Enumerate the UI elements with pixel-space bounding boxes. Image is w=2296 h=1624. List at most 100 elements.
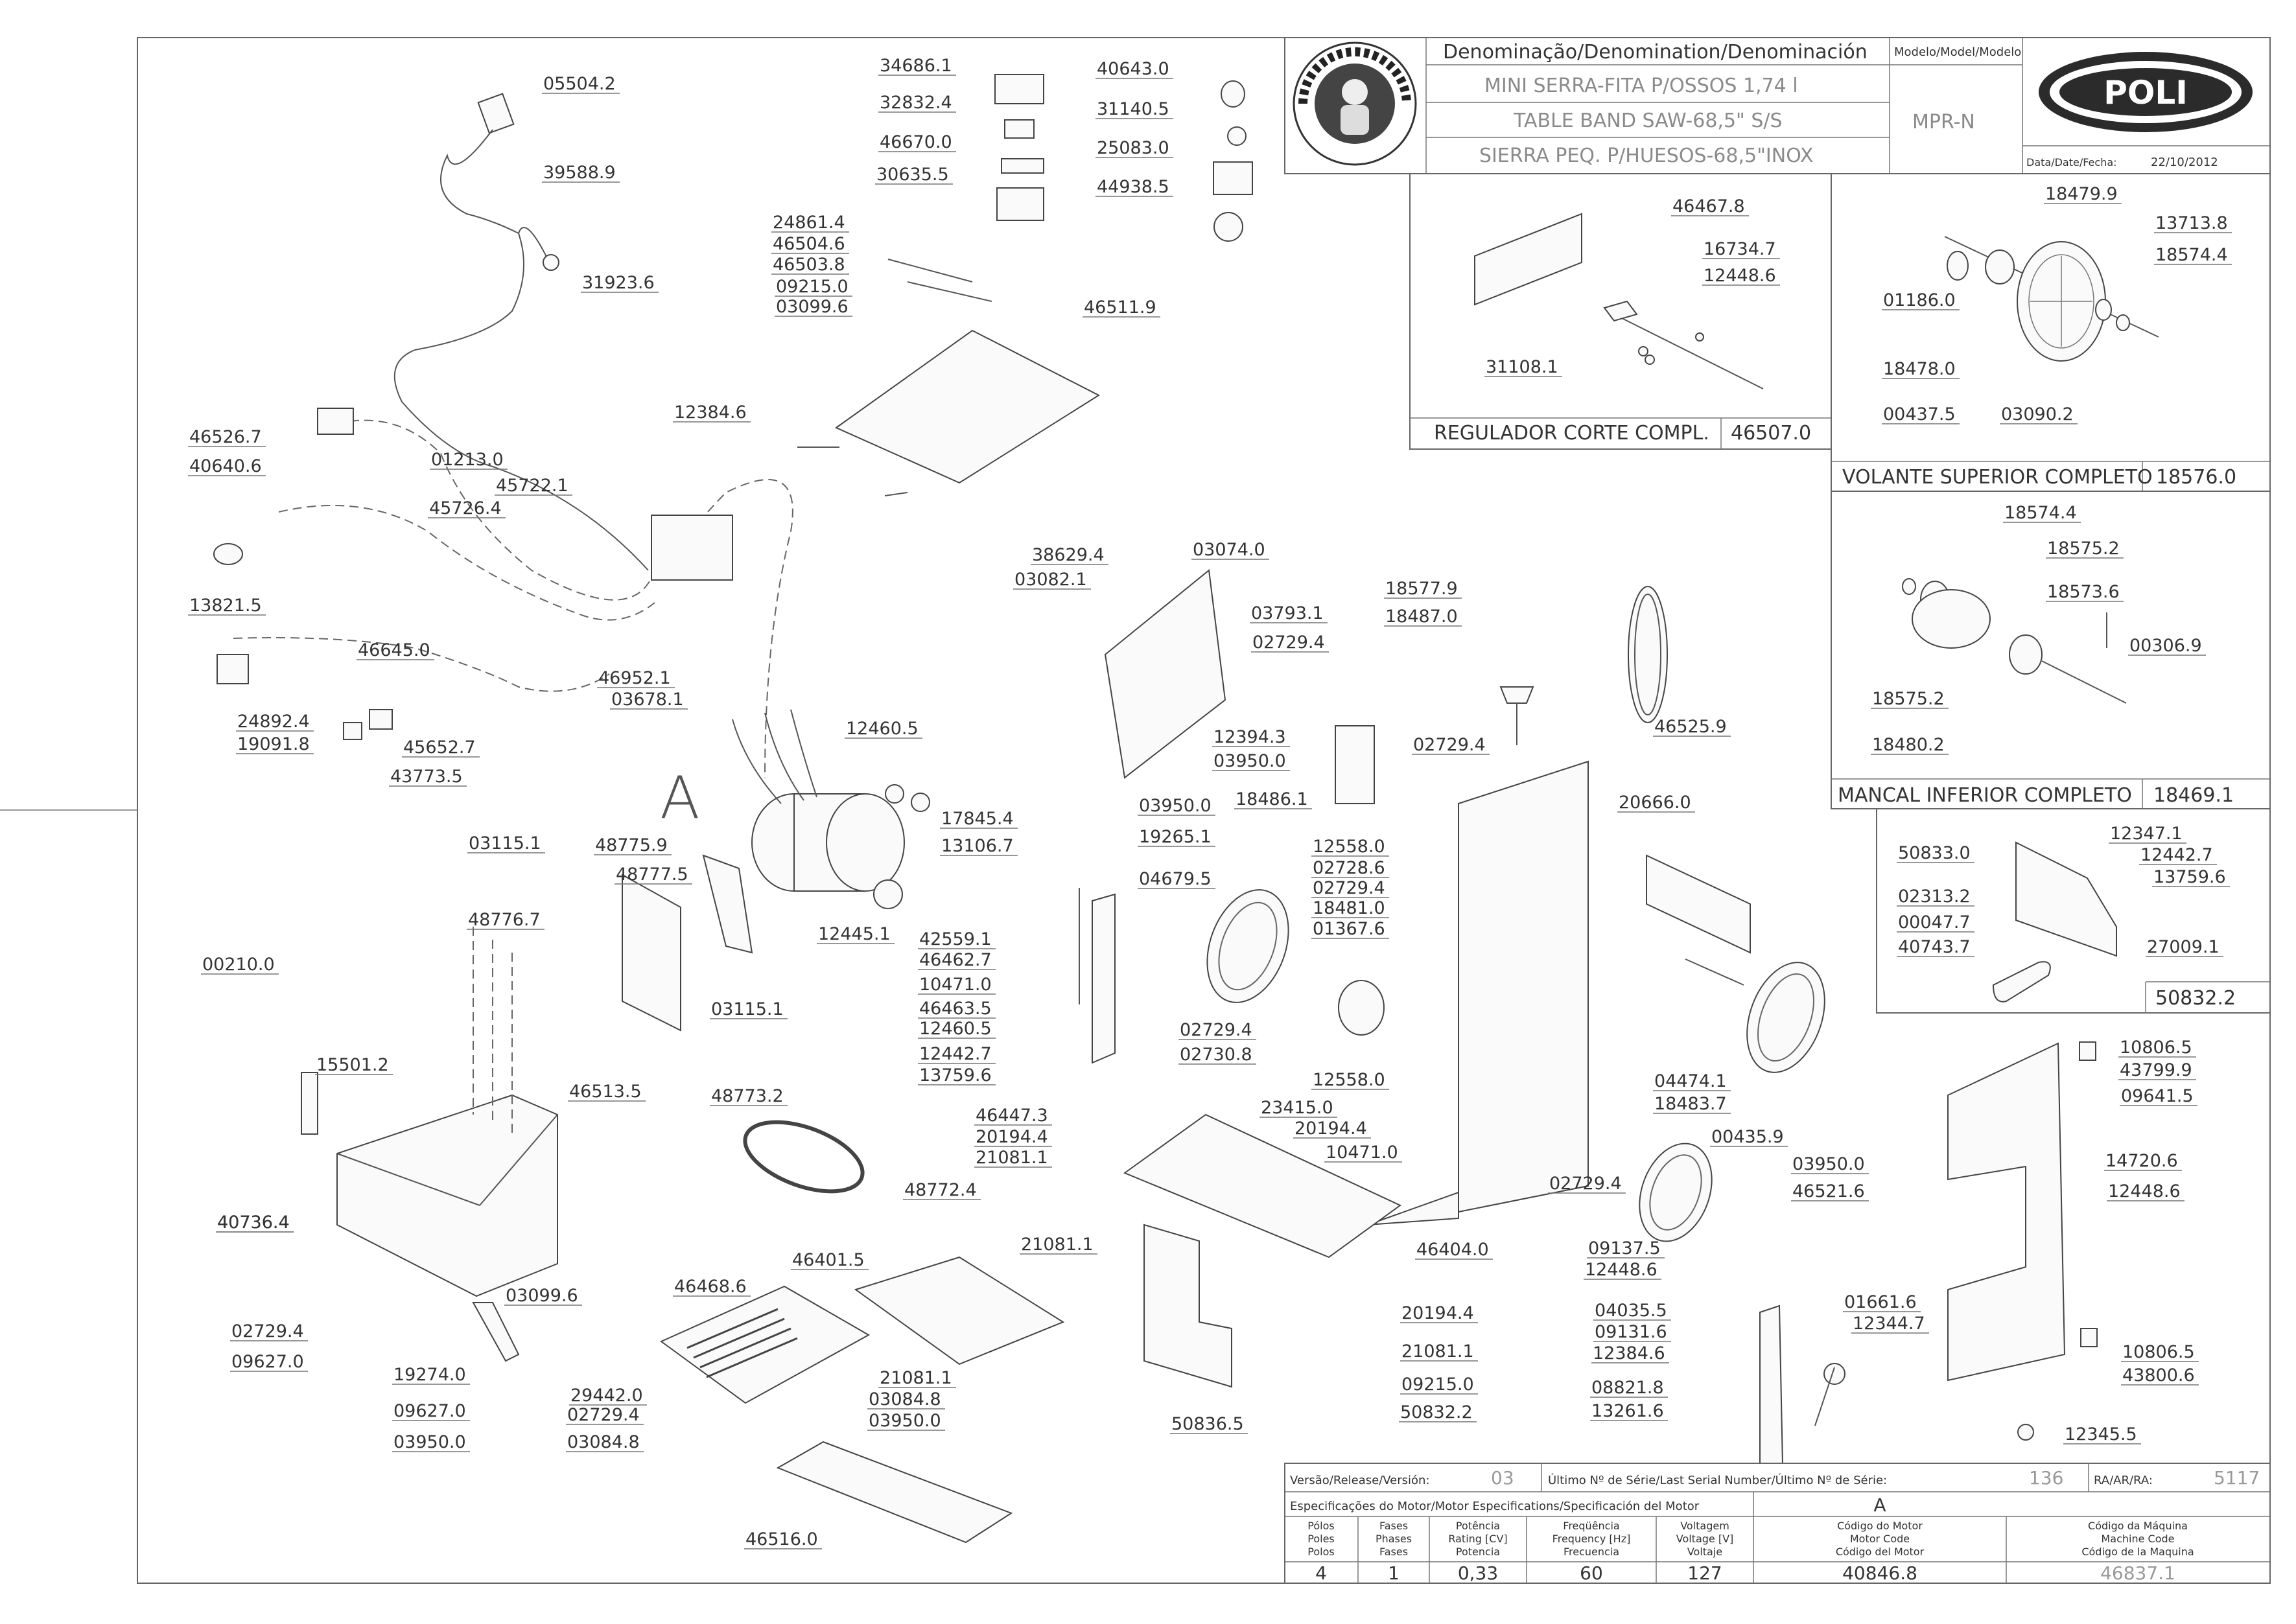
col-phases-es: Fases — [1379, 1546, 1408, 1558]
part-number-base-9: 29442.0 — [570, 1386, 643, 1406]
col-motor-code-en: Motor Code — [1850, 1533, 1910, 1545]
part-number-column-7: 18486.1 — [1236, 789, 1308, 809]
v-belt — [743, 1120, 865, 1194]
part-number-harness-14: 45652.7 — [403, 737, 476, 758]
part-number-base-18: 46516.0 — [745, 1529, 818, 1549]
part-number-lower_bearing-5: 18480.2 — [1872, 735, 1945, 755]
part-number-motor-8: 48776.7 — [468, 910, 541, 930]
part-number-upper_wheel-0: 18479.9 — [2045, 184, 2118, 204]
part-number-base-0: 15501.2 — [316, 1055, 389, 1075]
part-number-motor-4: 48775.9 — [595, 835, 668, 855]
part-number-harness-9: 46645.0 — [358, 640, 430, 660]
part-number-table-1: 20194.4 — [1294, 1119, 1367, 1139]
lower-bearing-label: MANCAL INFERIOR COMPLETO — [1838, 784, 2132, 807]
part-number-top_plate-2: 46503.8 — [773, 255, 845, 275]
part-number-top_plate-1: 46504.6 — [773, 234, 845, 254]
part-number-cover-6: 46521.6 — [1792, 1181, 1865, 1201]
release-label: Versão/Release/Versión: — [1290, 1474, 1430, 1487]
part-number-column-2: 03082.1 — [1014, 570, 1087, 590]
part-number-harness-6: 45722.1 — [496, 476, 568, 496]
motor-assembly — [702, 709, 930, 954]
part-number-guide-6: 46463.5 — [919, 999, 992, 1019]
part-number-guard-6: 40743.7 — [1898, 937, 1971, 957]
detail-letter: A — [660, 764, 700, 832]
poli-logo: POLI — [2039, 52, 2253, 132]
ra-value: 5117 — [2214, 1467, 2260, 1489]
guard-code: 50832.2 — [2155, 987, 2236, 1010]
col-machine-code-es: Código de la Maquina — [2081, 1546, 2194, 1558]
upper-wheel-label: VOLANTE SUPERIOR COMPLETO — [1842, 466, 2153, 489]
part-number-wheels-10: 00435.9 — [1711, 1127, 1784, 1147]
column-and-wheels — [1079, 569, 1825, 1242]
part-number-motor-5: 48777.5 — [616, 864, 688, 885]
col-rating-es: Potencia — [1456, 1546, 1500, 1558]
assistance-seal-logo — [1293, 41, 1417, 166]
part-number-labels-7: 44938.5 — [1097, 177, 1169, 197]
part-number-base-12: 46468.6 — [674, 1277, 747, 1297]
serial-value: 136 — [2029, 1467, 2063, 1489]
base-assembly — [301, 874, 681, 1362]
part-number-guard-5: 00047.7 — [1898, 912, 1971, 933]
part-number-base-1: 46513.5 — [569, 1082, 642, 1102]
part-number-labels-1: 32832.4 — [880, 93, 952, 113]
part-number-top_plate-0: 24861.4 — [773, 213, 845, 233]
part-number-handle-0: 09137.5 — [1588, 1238, 1661, 1259]
col-motor-code-pt: Código do Motor — [1837, 1520, 1923, 1532]
part-number-cover-9: 12345.5 — [2065, 1424, 2137, 1444]
part-number-harness-7: 45726.4 — [429, 498, 502, 518]
part-number-table-4: 20194.4 — [1401, 1303, 1474, 1323]
part-number-guide-12: 21081.1 — [976, 1148, 1048, 1168]
col-poles-pt: Pólos — [1307, 1520, 1334, 1532]
part-number-harness-11: 03678.1 — [611, 690, 684, 710]
part-number-guard-7: 27009.1 — [2147, 937, 2220, 957]
val-voltage: 127 — [1687, 1562, 1722, 1584]
part-number-motor-9: 03115.1 — [711, 999, 784, 1019]
part-number-base-7: 09627.0 — [393, 1401, 466, 1421]
part-number-harness-13: 19091.8 — [237, 734, 310, 754]
col-motor-code-es: Código del Motor — [1836, 1546, 1925, 1558]
part-number-lower_bearing-3: 00306.9 — [2129, 636, 2202, 656]
part-number-motor-0: 40736.4 — [217, 1212, 290, 1233]
part-number-cover-4: 12448.6 — [2108, 1181, 2181, 1201]
part-number-base-5: 03099.6 — [506, 1286, 578, 1306]
part-number-guide-7: 12460.5 — [919, 1019, 992, 1039]
guard-detail-box: 50832.2 — [1876, 808, 2271, 1014]
part-number-guide-2: 04679.5 — [1139, 869, 1212, 889]
col-freq-en: Frequency [Hz] — [1552, 1533, 1631, 1545]
part-number-column-6: 03950.0 — [1213, 751, 1286, 771]
part-number-column-9: 18487.0 — [1385, 607, 1458, 627]
part-number-wheels-3: 18481.0 — [1313, 898, 1385, 918]
part-number-upper_wheel-6: 03090.2 — [2001, 404, 2074, 424]
part-number-guard-1: 12347.1 — [2110, 824, 2183, 844]
col-volt-es: Voltaje — [1687, 1546, 1722, 1558]
part-number-labels-3: 30635.5 — [876, 165, 949, 185]
part-number-handle-1: 12448.6 — [1585, 1260, 1658, 1280]
part-number-regulator-2: 12448.6 — [1704, 266, 1776, 286]
part-number-wheels-6: 02730.8 — [1180, 1045, 1252, 1065]
part-number-base-16: 03084.8 — [869, 1389, 941, 1409]
part-number-labels-0: 34686.1 — [880, 56, 952, 76]
part-number-upper_wheel-5: 00437.5 — [1883, 404, 1956, 424]
part-number-table-5: 21081.1 — [1401, 1341, 1474, 1362]
part-number-labels-5: 31140.5 — [1097, 99, 1169, 119]
model-value: MPR-N — [1912, 111, 1975, 133]
part-number-harness-0: 05504.2 — [543, 74, 616, 94]
part-number-harness-8: 13821.5 — [189, 596, 262, 616]
part-number-guide-10: 46447.3 — [976, 1106, 1048, 1126]
table-and-covers — [1123, 1041, 2098, 1479]
part-number-guide-9: 13759.6 — [919, 1065, 992, 1085]
col-phases-en: Phases — [1376, 1533, 1412, 1545]
motor-letter: A — [1873, 1494, 1886, 1516]
part-number-base-15: 21081.1 — [880, 1368, 952, 1388]
part-number-harness-2: 31923.6 — [582, 273, 655, 293]
part-number-guide-8: 12442.7 — [919, 1044, 992, 1064]
part-number-wheels-4: 01367.6 — [1313, 919, 1385, 939]
part-number-wheels-8: 04474.1 — [1654, 1071, 1727, 1091]
part-number-top_plate-3: 09215.0 — [776, 277, 849, 297]
part-callouts: 05504.239588.931923.601213.046526.740640… — [188, 56, 2232, 1549]
part-number-guide-1: 19265.1 — [1139, 827, 1212, 847]
part-number-cover-0: 10806.5 — [2120, 1038, 2192, 1058]
part-number-motor-3: 13106.7 — [941, 836, 1014, 856]
part-number-top_plate-5: 46511.9 — [1084, 297, 1156, 318]
